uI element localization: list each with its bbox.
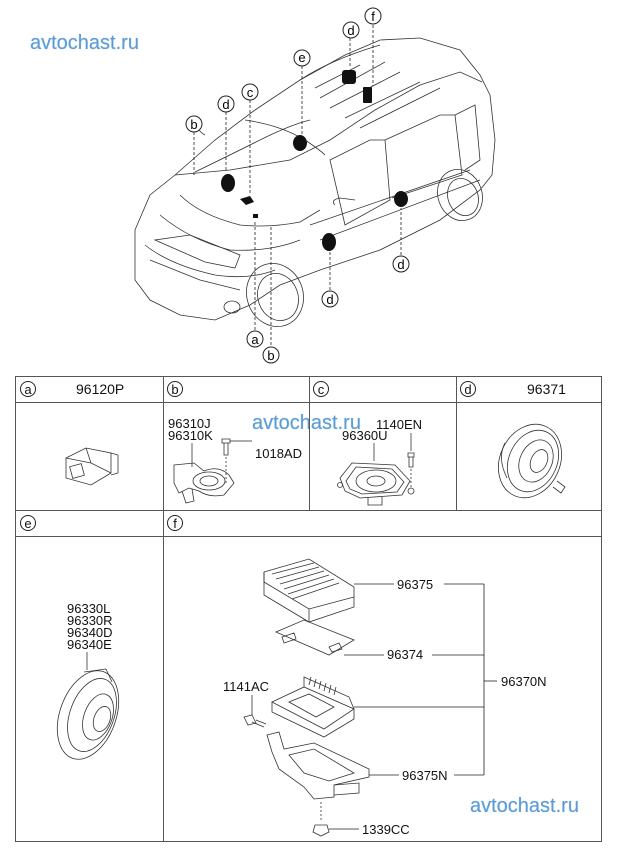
svg-text:e: e bbox=[298, 50, 305, 65]
part-number-96374: 96374 bbox=[387, 647, 424, 662]
callout-d-cargo: d bbox=[342, 21, 360, 39]
cell-f-body: 96375 96374 96370N 1141AC 96375N 1339CC bbox=[163, 536, 602, 842]
part-number-96370N: 96370N bbox=[501, 674, 547, 689]
callout-a: a bbox=[246, 330, 264, 348]
svg-text:f: f bbox=[371, 9, 375, 24]
svg-text:b: b bbox=[267, 348, 274, 363]
cell-a-body bbox=[15, 402, 163, 510]
cell-e-body: 96330L 96330R 96340D 96340E bbox=[15, 536, 163, 842]
part-number-1140EN: 1140EN bbox=[376, 417, 423, 432]
center-speaker-illustration bbox=[337, 433, 415, 506]
door-speaker-illustration bbox=[498, 423, 566, 499]
vehicle-overview-diagram: b d c e d f d d a b bbox=[134, 7, 496, 364]
svg-text:d: d bbox=[222, 97, 229, 112]
speaker-cargo bbox=[342, 70, 356, 84]
callout-f-label: f bbox=[167, 515, 183, 531]
callout-d-label: d bbox=[460, 381, 476, 397]
cell-c-header: c bbox=[309, 376, 456, 402]
callout-c: c bbox=[241, 83, 259, 101]
part-number-96371: 96371 bbox=[527, 381, 566, 397]
part-number-96310J: 96310J bbox=[168, 416, 211, 431]
svg-text:c: c bbox=[247, 85, 254, 100]
overview-callouts: b d c e d f d d a b bbox=[185, 7, 410, 364]
callout-e: e bbox=[293, 49, 311, 67]
car-body-outline bbox=[134, 37, 496, 321]
cell-a-header: a 96120P bbox=[15, 376, 163, 402]
speaker-roof-front bbox=[293, 135, 307, 151]
speaker-front-door bbox=[322, 233, 336, 251]
svg-text:d: d bbox=[326, 292, 333, 307]
watermark-middle: avtochast.ru bbox=[252, 412, 361, 434]
part-number-1339CC: 1339CC bbox=[362, 822, 410, 837]
callout-f: f bbox=[364, 7, 382, 25]
cell-f-header: f bbox=[163, 510, 602, 536]
callout-d-dash: d bbox=[217, 95, 235, 113]
part-number-96360U: 96360U bbox=[342, 428, 388, 443]
cell-d-header: d 96371 bbox=[456, 376, 602, 402]
part-number-96375: 96375 bbox=[397, 577, 434, 592]
cell-b-header: b bbox=[163, 376, 309, 402]
amplifier-assembly-illustration bbox=[243, 558, 497, 837]
amp-cargo bbox=[363, 87, 372, 103]
parts-table: a 96120P b c d 96371 96310J 96310K 1018A… bbox=[15, 376, 602, 842]
callout-c-label: c bbox=[313, 381, 329, 397]
cell-e-header: e bbox=[15, 510, 163, 536]
speaker-rear-door bbox=[394, 191, 408, 207]
cell-b-body: 96310J 96310K 1018AD bbox=[163, 402, 309, 510]
watermark-top: avtochast.ru bbox=[30, 32, 139, 54]
watermark-bottom: avtochast.ru bbox=[470, 795, 579, 817]
svg-text:b: b bbox=[190, 117, 197, 132]
svg-text:d: d bbox=[347, 23, 354, 38]
front-speaker-illustration bbox=[56, 652, 120, 760]
callout-b-bottom: b bbox=[262, 346, 280, 364]
cell-d-body bbox=[456, 402, 602, 510]
speaker-dash-left bbox=[221, 174, 235, 192]
callout-a-label: a bbox=[20, 381, 36, 397]
svg-text:d: d bbox=[397, 257, 404, 272]
callout-b-label: b bbox=[167, 381, 183, 397]
tweeter-center bbox=[240, 196, 254, 205]
callout-e-label: e bbox=[20, 515, 36, 531]
part-number-1141AC: 1141AC bbox=[223, 679, 270, 694]
callout-b-top: b bbox=[185, 115, 203, 133]
svg-text:a: a bbox=[251, 332, 259, 347]
part-number-96340E: 96340E bbox=[67, 637, 112, 652]
part-number-96375N: 96375N bbox=[402, 768, 448, 783]
tweeter-bracket-illustration bbox=[173, 438, 252, 504]
callout-d-rear-door: d bbox=[392, 255, 410, 273]
part-number-96330L: 96330L bbox=[67, 601, 111, 616]
cell-c-body: 96360U 1140EN bbox=[309, 402, 456, 510]
part-number-96120P: 96120P bbox=[76, 381, 125, 397]
connector-switch-illustration bbox=[65, 447, 119, 486]
part-number-96330R: 96330R bbox=[67, 613, 113, 628]
part-number-96310K: 96310K bbox=[168, 428, 213, 443]
part-number-1018AD: 1018AD bbox=[255, 446, 302, 461]
part-number-96340D: 96340D bbox=[67, 625, 113, 640]
callout-d-front-door: d bbox=[321, 290, 339, 308]
